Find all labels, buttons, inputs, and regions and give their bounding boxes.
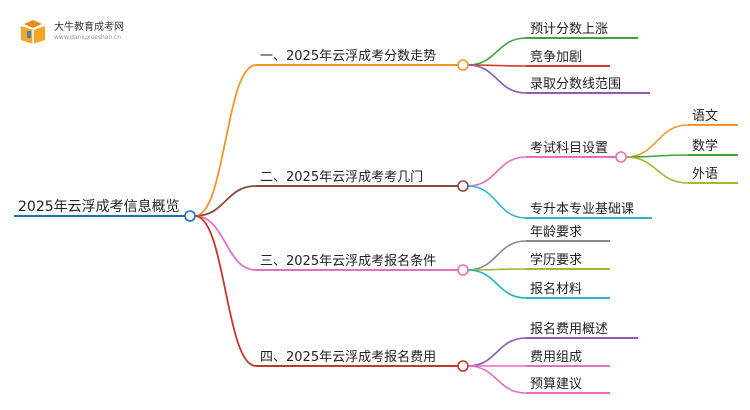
branch-1-child-3-label[interactable]: 录取分数线范围 — [530, 77, 621, 92]
site-logo: 大牛教育成考网 www.daniuxueshao.cn — [16, 14, 166, 50]
branch-4-child-1-link — [467, 337, 527, 367]
branch-2-child-2-label[interactable]: 专升本专业基础课 — [530, 202, 634, 217]
branch-2-child-1-label[interactable]: 考试科目设置 — [530, 141, 608, 156]
branch-3-child-2-label[interactable]: 学历要求 — [530, 252, 582, 268]
branch-4-link — [194, 215, 257, 367]
logo-site-url: www.daniuxueshao.cn — [54, 34, 122, 41]
branch-2-label[interactable]: 二、2025年云浮成考考几门 — [260, 170, 423, 185]
branch-3-label[interactable]: 三、2025年云浮成考报名条件 — [260, 253, 436, 269]
branch-3-link — [194, 215, 257, 271]
branch-1-label[interactable]: 一、2025年云浮成考分数走势 — [260, 48, 436, 64]
branch-1-child-1-link — [467, 37, 527, 66]
book-logo-icon — [21, 20, 45, 44]
branch-2-node[interactable] — [457, 180, 469, 192]
branch-3-child-1-label[interactable]: 年龄要求 — [530, 225, 582, 240]
branch-2-child-1-sub-2-label[interactable]: 数学 — [692, 138, 718, 154]
branch-2-child-1-sub-1-label[interactable]: 语文 — [692, 109, 718, 124]
branch-4-child-1-label[interactable]: 报名费用概述 — [530, 321, 608, 337]
branch-4-child-3-link — [467, 365, 527, 394]
branch-1-link — [194, 64, 257, 217]
branch-2-child-2-link — [467, 185, 527, 219]
branch-4-child-2-label[interactable]: 费用组成 — [530, 350, 582, 365]
branch-3-child-1-link — [467, 240, 527, 271]
branch-4-child-3-label[interactable]: 预算建议 — [530, 377, 582, 392]
root-topic[interactable]: 2025年云浮成考信息概览 — [18, 198, 180, 215]
branch-2-child-1-sub-1-link — [625, 124, 689, 158]
branch-1-child-2-label[interactable]: 竞争加剧 — [530, 49, 582, 65]
mindmap-links — [14, 37, 738, 394]
branch-1-child-3-link — [467, 64, 527, 94]
branch-4-label[interactable]: 四、2025年云浮成考报名费用 — [260, 349, 436, 365]
branch-4-node[interactable] — [457, 360, 469, 372]
branch-2-link — [194, 185, 257, 217]
branch-2-child-1-sub-3-link — [625, 156, 689, 184]
branch-1-child-1-label[interactable]: 预计分数上涨 — [530, 22, 608, 37]
branch-3-child-3-label[interactable]: 报名材料 — [530, 281, 582, 297]
logo-site-name: 大牛教育成考网 — [54, 22, 124, 33]
mindmap-nodes: 2025年云浮成考信息概览 一、2025年云浮成考分数走势 预计分数上涨竞争加剧录取… — [18, 22, 718, 392]
root-node[interactable] — [184, 210, 196, 222]
branch-3-child-3-link — [467, 269, 527, 299]
branch-3-node[interactable] — [457, 264, 469, 276]
branch-2-child-1-node[interactable] — [615, 151, 627, 163]
branch-2-child-1-link — [467, 156, 527, 187]
branch-1-node[interactable] — [457, 59, 469, 71]
branch-2-child-1-sub-3-label[interactable]: 外语 — [692, 167, 718, 182]
